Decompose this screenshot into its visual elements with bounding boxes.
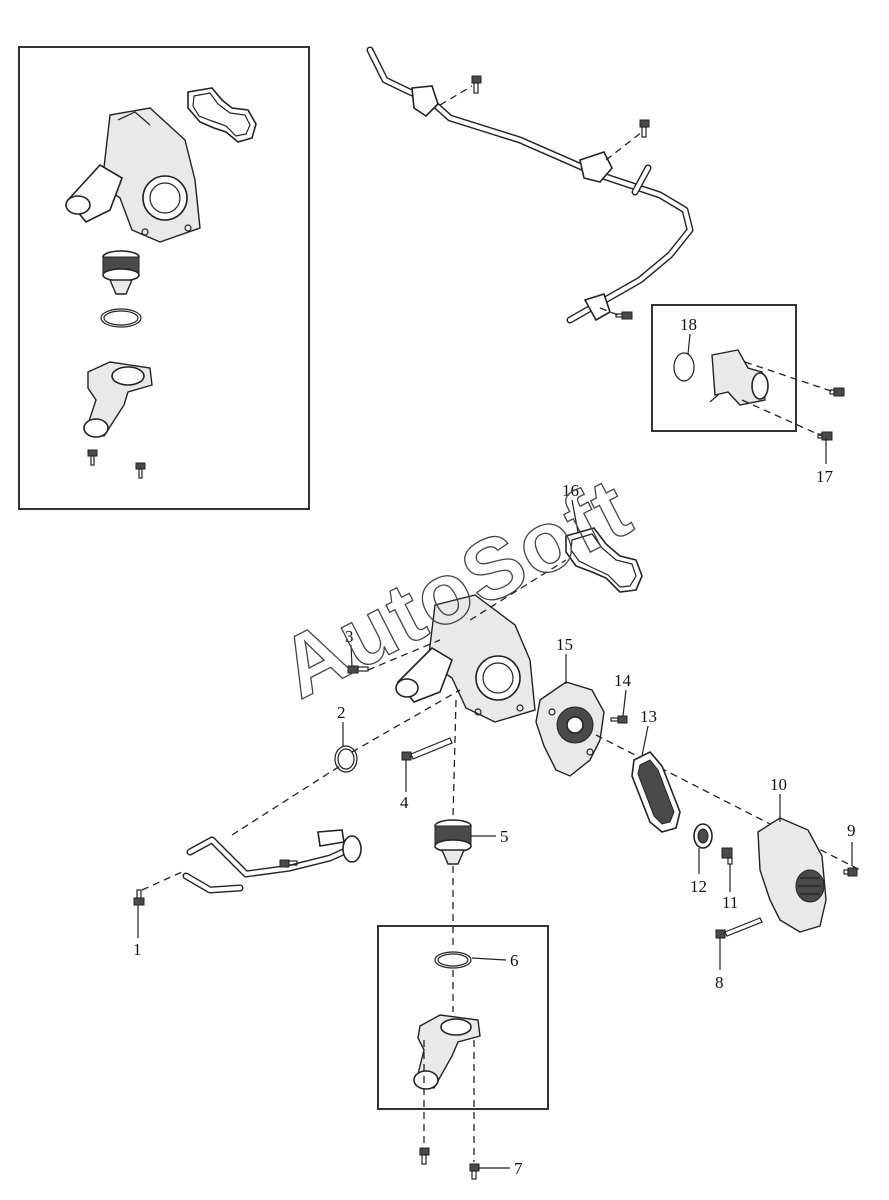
bolt-17-lower bbox=[817, 431, 833, 441]
callout-3: 3 bbox=[345, 627, 354, 646]
bolt-1 bbox=[133, 889, 145, 906]
inset-thermostat bbox=[102, 250, 140, 295]
callout-1: 1 bbox=[133, 940, 142, 959]
bolt-9 bbox=[843, 867, 858, 877]
o-ring-18 bbox=[673, 352, 695, 382]
o-ring-6 bbox=[434, 951, 472, 969]
pipe-bracket-2 bbox=[579, 151, 613, 183]
callout-13: 13 bbox=[640, 707, 657, 726]
pipe-bolt-3 bbox=[615, 311, 633, 320]
callout-6: 6 bbox=[510, 951, 519, 970]
callout-2: 2 bbox=[337, 703, 346, 722]
coolant-inlet-pipe bbox=[182, 829, 362, 894]
bolt-14 bbox=[610, 715, 628, 724]
inset-outlet-flange bbox=[651, 304, 797, 432]
callout-15: 15 bbox=[556, 635, 573, 654]
inset-frame-right bbox=[651, 304, 797, 432]
inset-coolant-outlet bbox=[83, 361, 153, 438]
callout-10: 10 bbox=[770, 775, 787, 794]
inset-thermostat-housing bbox=[65, 107, 201, 243]
bolt-11 bbox=[721, 847, 733, 865]
leader-lines bbox=[137, 333, 853, 1169]
callout-9: 9 bbox=[847, 821, 856, 840]
drive-belt-13 bbox=[631, 751, 681, 833]
pipe-bolt-2 bbox=[639, 119, 650, 138]
callout-12: 12 bbox=[690, 877, 707, 896]
inset-frame-bottom bbox=[377, 925, 549, 1110]
water-pump-15 bbox=[535, 681, 605, 777]
inlet-pipe-bolt bbox=[279, 859, 298, 868]
pipe-bolt-1 bbox=[471, 75, 482, 94]
pipe-bracket-3 bbox=[583, 293, 611, 322]
inset-bolt-right bbox=[135, 462, 146, 479]
callout-17: 17 bbox=[816, 467, 834, 486]
inset-bolt-left bbox=[87, 449, 98, 466]
bolt-7-left bbox=[419, 1147, 430, 1165]
callout-18: 18 bbox=[680, 315, 697, 334]
inset-gasket bbox=[187, 87, 257, 143]
bolt-17-upper bbox=[829, 387, 845, 397]
bolt-3 bbox=[347, 665, 369, 674]
gasket-16 bbox=[565, 527, 643, 593]
bolt-8 bbox=[715, 917, 763, 939]
callout-14: 14 bbox=[614, 671, 632, 690]
o-ring-2 bbox=[334, 745, 358, 773]
inset-frame-left bbox=[18, 46, 310, 510]
inset-o-ring bbox=[100, 308, 142, 328]
callout-11: 11 bbox=[722, 893, 738, 912]
bolt-4 bbox=[401, 737, 453, 761]
callout-4: 4 bbox=[400, 793, 409, 812]
outlet-flange bbox=[711, 349, 766, 406]
callout-16: 16 bbox=[562, 481, 579, 500]
callout-5: 5 bbox=[500, 827, 509, 846]
callout-8: 8 bbox=[715, 973, 724, 992]
callout-7: 7 bbox=[514, 1159, 523, 1178]
inset-thermostat-assembly bbox=[18, 46, 310, 510]
inset-bottom-outlet bbox=[377, 925, 549, 1110]
pump-cover-10 bbox=[757, 817, 827, 933]
pulley-12 bbox=[693, 823, 713, 849]
bolt-7-right bbox=[469, 1163, 480, 1180]
thermostat-housing-3 bbox=[395, 594, 536, 723]
coolant-transfer-pipe bbox=[366, 46, 694, 324]
thermostat-5 bbox=[434, 819, 472, 865]
pipe-bracket-1 bbox=[411, 85, 439, 118]
